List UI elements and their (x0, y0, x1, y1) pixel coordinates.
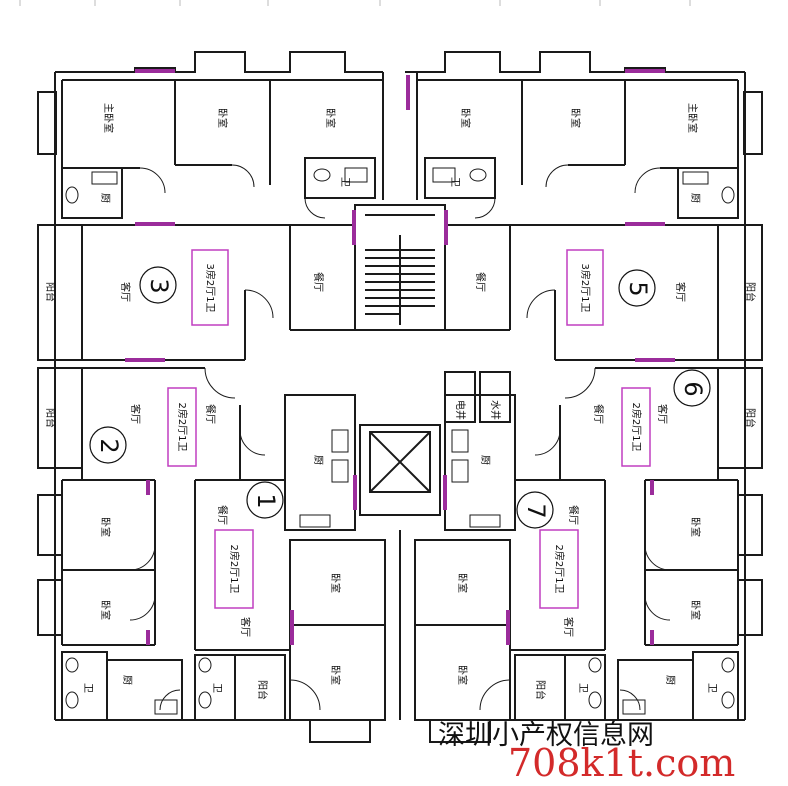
label-toilet-bl: 卫 (82, 683, 93, 693)
label-kitchen-bl: 厨 (121, 675, 133, 685)
label-kitchen-c1: 厨 (312, 455, 324, 465)
label-bedroom-l2: 卧室 (99, 600, 112, 620)
top-reference-marks (19, 0, 691, 6)
label-bedroom-r1: 卧室 (689, 517, 702, 537)
label-water-shaft: 水井 (489, 400, 502, 420)
unit-6-type-box: 2房2厅1卫 (621, 387, 651, 467)
label-bedroom-top-2: 卧室 (324, 108, 337, 128)
unit-5-marker: 5 (618, 269, 656, 307)
label-living-1: 客厅 (239, 617, 252, 637)
unit-6-type: 2房2厅1卫 (630, 402, 643, 451)
unit-1-type-box: 2房2厅1卫 (214, 529, 254, 609)
label-kitchen-br: 厨 (664, 675, 676, 685)
label-bedroom-c1: 卧室 (329, 573, 342, 593)
fixtures (65, 167, 735, 715)
label-dining-6: 餐厅 (592, 404, 605, 424)
unit-7-type: 2房2厅1卫 (553, 544, 566, 593)
label-toilet-bc2: 卫 (577, 683, 588, 693)
label-living-3: 客厅 (119, 282, 132, 302)
unit-2-marker: 2 (89, 426, 127, 464)
label-kitchen-tr: 厨 (689, 193, 701, 203)
unit-3-type: 3房2厅1卫 (204, 263, 217, 312)
unit-5-type-box: 3房2厅1卫 (566, 249, 604, 326)
label-dining-5: 餐厅 (474, 272, 487, 292)
watermark: 深圳小产权信息网 708k1t.com (438, 720, 735, 785)
unit-7-number: 7 (522, 503, 550, 518)
room-labels: 主卧室 主卧室 卧室 卧室 卧室 卧室 卫 卫 厨 厨 阳台 阳台 客厅 客厅 … (44, 103, 757, 700)
label-living-5: 客厅 (674, 282, 687, 302)
unit-6-number: 6 (679, 381, 707, 396)
unit-type-boxes: 3房2厅1卫 3房2厅1卫 2房2厅1卫 2房2厅1卫 2房2厅1卫 2房2厅1… (167, 249, 651, 609)
label-kitchen-c2: 厨 (479, 455, 491, 465)
label-bedroom-c4: 卧室 (456, 665, 469, 685)
walls (37, 51, 763, 743)
unit-7-marker: 7 (516, 491, 554, 529)
unit-1-marker: 1 (246, 481, 284, 519)
label-toilet-bc1: 卫 (211, 683, 222, 693)
unit-markers: 3 5 2 6 1 7 (89, 266, 711, 529)
label-bedroom-l1: 卧室 (99, 517, 112, 537)
label-bedroom-top-3: 卧室 (459, 108, 472, 128)
label-balcony-3: 阳台 (44, 282, 57, 302)
label-balcony-2: 阳台 (44, 408, 57, 428)
label-toilet-1: 卫 (339, 177, 350, 187)
accent-walls (125, 69, 675, 645)
label-bedroom-r2: 卧室 (689, 600, 702, 620)
unit-6-marker: 6 (673, 369, 711, 407)
unit-5-number: 5 (624, 281, 652, 296)
label-bedroom-c2: 卧室 (329, 665, 342, 685)
label-kitchen-tl: 厨 (99, 193, 111, 203)
label-bedroom-top-1: 卧室 (216, 108, 229, 128)
label-balcony-6: 阳台 (744, 408, 757, 428)
door-swings (129, 164, 671, 711)
unit-7-type-box: 2房2厅1卫 (539, 529, 579, 609)
label-toilet-br: 卫 (706, 683, 717, 693)
unit-3-marker: 3 (139, 266, 177, 304)
label-balcony-bc2: 阳台 (534, 680, 547, 700)
label-dining-3: 餐厅 (312, 272, 325, 292)
unit-5-type: 3房2厅1卫 (579, 263, 592, 312)
unit-1-number: 1 (252, 493, 280, 508)
label-master-bedroom-left: 主卧室 (102, 103, 115, 133)
label-living-6: 客厅 (656, 404, 669, 424)
label-dining-7: 餐厅 (567, 505, 580, 525)
label-elec-shaft: 电井 (454, 400, 467, 420)
unit-3-number: 3 (145, 278, 173, 293)
label-master-bedroom-right: 主卧室 (686, 103, 699, 133)
unit-2-type-box: 2房2厅1卫 (167, 387, 197, 467)
label-balcony-bc1: 阳台 (256, 680, 269, 700)
label-dining-2: 餐厅 (204, 404, 217, 424)
label-bedroom-top-4: 卧室 (569, 108, 582, 128)
watermark-site-name: 深圳小产权信息网 (438, 720, 654, 751)
unit-2-number: 2 (95, 438, 123, 453)
unit-3-type-box: 3房2厅1卫 (191, 249, 229, 326)
label-dining-1: 餐厅 (216, 505, 229, 525)
label-bedroom-c3: 卧室 (456, 573, 469, 593)
label-toilet-2: 卫 (449, 177, 460, 187)
unit-1-type: 2房2厅1卫 (228, 544, 241, 593)
watermark-url: 708k1t.com (508, 741, 735, 785)
label-balcony-5: 阳台 (744, 282, 757, 302)
unit-2-type: 2房2厅1卫 (176, 402, 189, 451)
label-living-7: 客厅 (562, 617, 575, 637)
label-living-2: 客厅 (129, 404, 142, 424)
